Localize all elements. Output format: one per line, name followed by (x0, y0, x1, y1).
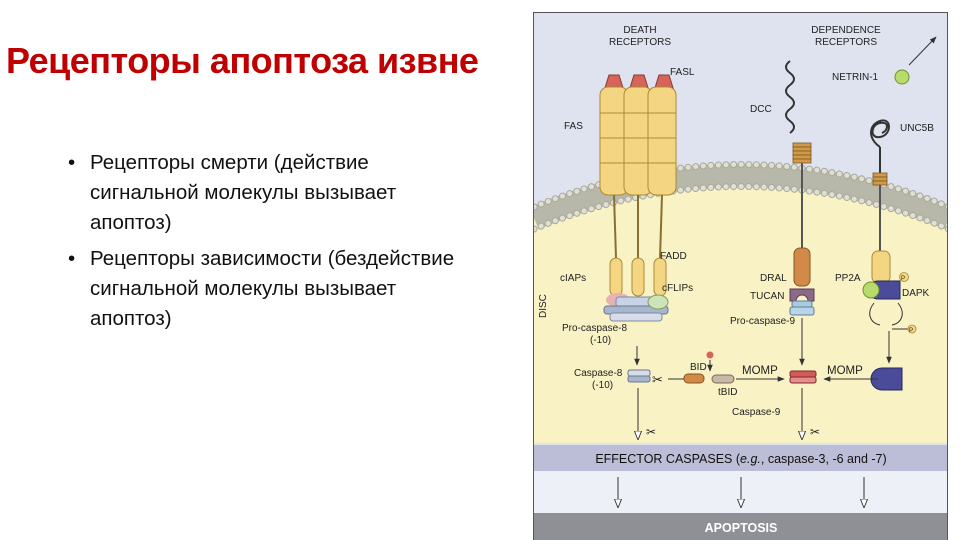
netrin-ligand-icon (894, 69, 910, 85)
slide-title: Рецепторы апоптоза извне (6, 40, 479, 81)
bullet-list: • Рецепторы смерти (действие сигнальной м… (68, 148, 468, 340)
active-dapk-icon (870, 367, 903, 391)
disc-label: DISC (538, 294, 549, 318)
fadd-label: FADD (660, 251, 687, 262)
fas-receptor (599, 74, 677, 297)
momp-right-label: MOMP (827, 365, 863, 377)
fasl-label: FASL (670, 67, 695, 78)
dcc-label: DCC (750, 104, 772, 115)
fas-label: FAS (564, 121, 583, 132)
bullet-dot: • (68, 151, 76, 174)
cflips-label: cFLIPs (662, 283, 693, 294)
disc-complex (603, 293, 669, 322)
effector-caspases-label: EFFECTOR CASPASES (e.g., caspase-3, -6 a… (595, 452, 886, 466)
procaspase8-label-line2: (-10) (590, 335, 611, 346)
dcc-receptor (785, 60, 815, 316)
tbid-icon (711, 374, 735, 384)
pathway-diagram: DEATH RECEPTORS DEPENDENCE RECEPTORS NET… (534, 13, 947, 540)
inhibition-icon-2: ✂ (810, 425, 820, 439)
inhibition-icon: ✂ (646, 425, 656, 439)
ciaps-label: cIAPs (560, 273, 586, 284)
cell-membrane (534, 161, 947, 233)
bid-icon (683, 373, 705, 384)
death-receptors-label: DEATH (623, 25, 656, 36)
bid-fragment-icon (706, 351, 714, 359)
cytoplasm-area (534, 175, 947, 443)
effector-caspases-examples: , caspase-3, -6 and -7) (761, 452, 887, 466)
effector-caspases-text: EFFECTOR CASPASES ( (595, 452, 741, 466)
caspase9-icon (789, 370, 817, 384)
apoptosis-label: APOPTOSIS (705, 521, 778, 535)
momp-left-label: MOMP (742, 365, 778, 377)
caspase9-label: Caspase-9 (732, 407, 781, 418)
cleavage-scissors-icon: ✂ (652, 372, 663, 387)
unc5b-label: UNC5B (900, 123, 934, 134)
caspase8-icon (627, 369, 651, 383)
pp2a-label: PP2A (835, 273, 861, 284)
bullet-item: • Рецепторы зависимости (бездействие сигн… (68, 244, 468, 334)
tucan-label: TUCAN (750, 291, 784, 302)
procaspase8-label: Pro-caspase-8 (562, 323, 627, 334)
dependence-receptors-label: DEPENDENCE (811, 25, 881, 36)
netrin-label: NETRIN-1 (832, 72, 879, 83)
procaspase9-label: Pro-caspase-9 (730, 316, 795, 327)
dapk-label: DAPK (902, 288, 930, 299)
death-receptors-label-line2: RECEPTORS (609, 37, 671, 48)
phospho-label: P (901, 276, 905, 282)
netrin-release-arrow (908, 36, 937, 66)
caspase8-label: Caspase-8 (574, 368, 623, 379)
tbid-label: tBID (718, 387, 737, 398)
bid-label: BID (690, 362, 707, 373)
dral-label: DRAL (760, 273, 787, 284)
unc5b-receptor (862, 119, 917, 391)
bullet-text: Рецепторы смерти (действие сигнальной мо… (90, 151, 397, 234)
apoptosis-pathway-figure: DEATH RECEPTORS DEPENDENCE RECEPTORS NET… (533, 12, 948, 540)
phospho-label-2: P (909, 328, 913, 334)
caspase8-label-line2: (-10) (592, 380, 613, 391)
bullet-dot: • (68, 247, 76, 270)
effector-caspases-eg: e.g. (740, 452, 761, 466)
effector-caspases-band (534, 445, 947, 471)
bullet-text: Рецепторы зависимости (бездействие сигна… (90, 247, 455, 330)
bullet-item: • Рецепторы смерти (действие сигнальной м… (68, 148, 468, 238)
dependence-receptors-label-line2: RECEPTORS (815, 37, 877, 48)
apoptosis-band (534, 513, 947, 540)
